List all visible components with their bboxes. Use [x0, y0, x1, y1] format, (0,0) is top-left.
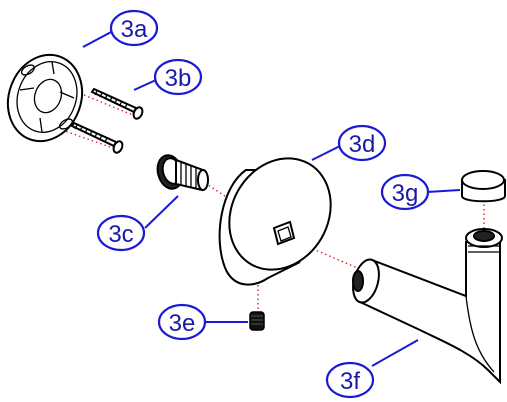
callout-3e: 3e [157, 303, 248, 341]
part-3d-rosette [218, 157, 332, 286]
callout-3b-label: 3b [165, 65, 192, 92]
callout-3f: 3f [325, 339, 419, 399]
part-3c-threaded-fitting [156, 154, 209, 192]
callout-3b: 3b [133, 58, 203, 96]
callout-3d: 3d [311, 124, 387, 162]
callout-3e-label: 3e [169, 310, 196, 337]
callout-3a-label: 3a [121, 16, 148, 43]
part-3f-arm [352, 228, 503, 385]
part-3g-cap [461, 170, 506, 203]
callout-3g-label: 3g [392, 180, 419, 207]
part-3a-base-plate [6, 53, 84, 143]
callout-3g: 3g [380, 173, 461, 211]
callout-3c-label: 3c [108, 221, 133, 248]
callout-3a: 3a [82, 9, 159, 48]
callout-3f-label: 3f [340, 368, 360, 395]
screw-upper [90, 87, 144, 120]
part-3e-grub-screw [249, 311, 265, 331]
screw-lower [70, 121, 124, 154]
part-3b-screws [70, 87, 144, 154]
callout-3d-label: 3d [349, 131, 376, 158]
alignment-lines [61, 94, 485, 310]
callout-3c: 3c [96, 195, 179, 252]
